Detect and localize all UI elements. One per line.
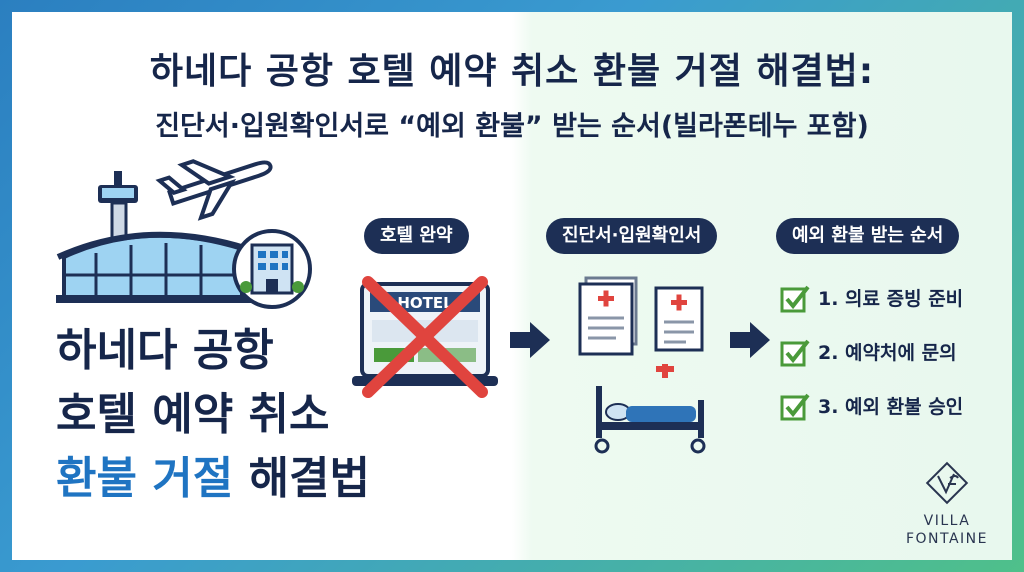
hotel-sign-text: HOTEL xyxy=(397,294,453,312)
airport-illustration xyxy=(56,159,312,309)
checkbox-checked-icon xyxy=(780,285,810,313)
checkbox-checked-icon xyxy=(780,393,810,421)
headline-rest: 해결법 xyxy=(248,453,371,504)
brand-name-line-1: VILLA xyxy=(923,513,971,529)
headline-line-2: 호텔 예약 취소 xyxy=(56,389,330,440)
headline-line-3: 환불 거절 해결법 xyxy=(56,448,370,510)
hospital-bed-icon xyxy=(594,364,706,454)
checklist-label: 2. 예약처에 문의 xyxy=(818,342,957,364)
step-pill-documents: 진단서·입원확인서 xyxy=(546,218,718,254)
arrow-right-icon xyxy=(510,322,550,358)
checklist-label: 1. 의료 증빙 준비 xyxy=(818,288,964,310)
cancelled-hotel-laptop-icon: HOTEL xyxy=(352,276,498,398)
arrow-right-icon xyxy=(730,322,770,358)
villa-fontaine-logo-icon xyxy=(925,461,969,505)
step-pill-hotel: 호텔 완약 xyxy=(364,218,469,254)
step-pill-refund-order: 예외 환불 받는 순서 xyxy=(776,218,960,254)
sub-title: 진단서·입원확인서로 “예외 환불” 받는 순서(빌라폰테누 포함) xyxy=(155,111,869,142)
checkbox-checked-icon xyxy=(780,339,810,367)
banner-card: 하네다 공항 호텔 예약 취소 환불 거절 해결법: 진단서·입원확인서로 “예… xyxy=(12,12,1012,560)
headline-highlight: 환불 거절 xyxy=(56,453,234,504)
brand-name-line-2: FONTAINE xyxy=(905,531,989,547)
headline-line-1: 하네다 공항 xyxy=(56,325,274,376)
medical-document-icon xyxy=(578,276,704,356)
checklist-label: 3. 예외 환불 승인 xyxy=(818,396,964,418)
main-title: 하네다 공항 호텔 예약 취소 환불 거절 해결법: xyxy=(149,51,875,92)
